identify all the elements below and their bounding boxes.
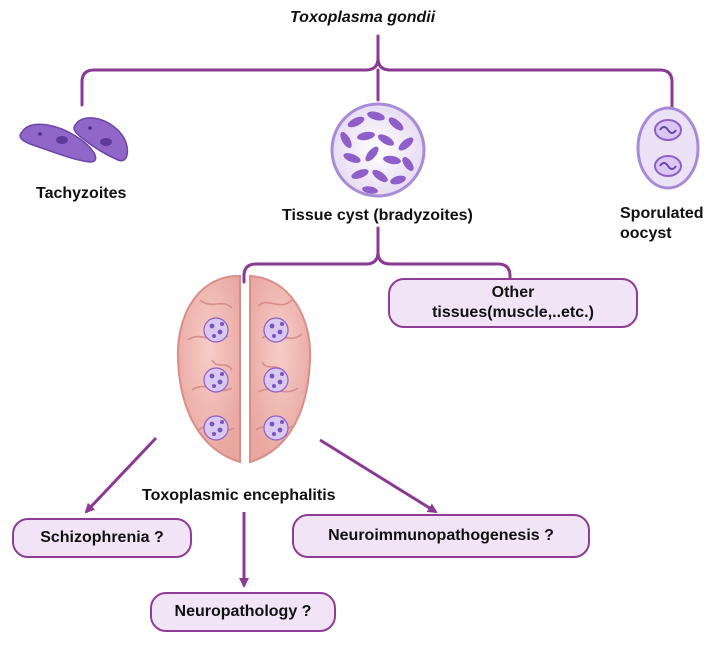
tissue-cyst-label: Tissue cyst (bradyzoites): [282, 207, 473, 224]
neuroimmunopathogenesis-box: Neuroimmunopathogenesis ?: [292, 514, 590, 558]
encephalitis-label: Toxoplasmic encephalitis: [142, 487, 336, 504]
sporulated-oocyst-label: Sporulated oocyst: [620, 204, 704, 244]
outcome-arrows: [84, 436, 438, 588]
tissue-cyst-icon: [330, 102, 426, 198]
arrow-to-schizophrenia: [84, 436, 158, 514]
sporulated-oocyst-icon: [636, 106, 700, 190]
top-bracket: [80, 34, 674, 110]
tachyzoites-icon: [19, 117, 129, 163]
arrow-to-neuroimmunopathogenesis: [319, 438, 438, 514]
diagram-title: Toxoplasma gondii: [290, 9, 436, 26]
oocyst-label-line1: Sporulated: [620, 205, 704, 222]
schizophrenia-box: Schizophrenia ?: [12, 518, 192, 558]
other-tissues-box: Other tissues(muscle,..etc.): [388, 278, 638, 328]
brain-icon: [176, 274, 312, 464]
tachyzoites-label: Tachyzoites: [36, 185, 127, 202]
other-tissues-line2: tissues(muscle,..etc.): [432, 304, 594, 321]
other-tissues-line1: Other: [491, 284, 535, 301]
oocyst-label-line2: oocyst: [620, 225, 672, 242]
middle-bracket: [242, 226, 512, 284]
brain-cysts: [203, 317, 289, 441]
neuropathology-box: Neuropathology ?: [150, 592, 336, 632]
